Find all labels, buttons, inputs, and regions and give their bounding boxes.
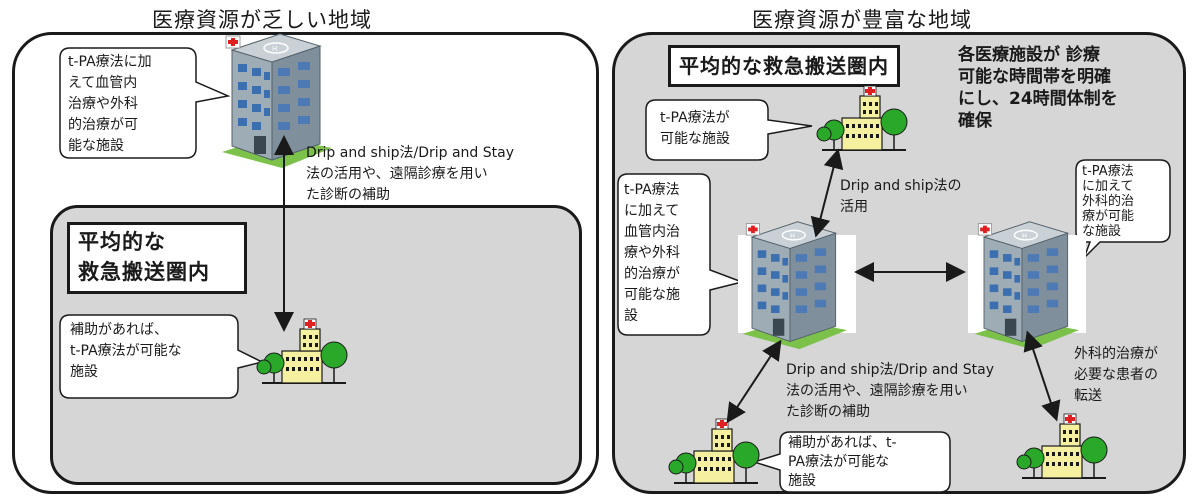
right-panel-title: 医療資源が豊富な地域 [752, 8, 972, 32]
right-region-label: 平均的な救急搬送圏内 [668, 45, 900, 87]
right-spoke-clinic-icon [668, 418, 760, 484]
left-hub-callout-text: t-PA療法に加 えて血管内 治療や外科 的治療が可 能な施設 [68, 54, 152, 154]
right-spoke-link-arrow [726, 339, 782, 424]
right-tpa-clinic-icon [816, 85, 908, 151]
right-note-text: 各医療施設が 診療 可能な時間帯を明確 にし、24時間体制を 確保 [958, 45, 1118, 131]
right-transfer-text: 外科的治療が 必要な患者の 転送 [1074, 346, 1158, 404]
right-transfer-clinic-icon [1016, 413, 1108, 479]
right-tpa-link-arrow [810, 148, 844, 238]
left-link-text: Drip and ship法/Drip and Stay 法の活用や、遠隔診療を… [306, 145, 515, 203]
right-hub-callout [617, 173, 745, 336]
right-hub-callout-text: t-PA療法 に加えて 血管内治 療や外科 的治療が 可能な施 設 [624, 182, 680, 324]
right-surgical-hospital-icon [973, 221, 1080, 350]
right-spoke-callout-text: 補助があれば、t- PA療法が可能な 施設 [788, 435, 897, 489]
left-panel-title: 医療資源が乏しい地域 [152, 8, 372, 32]
left-region-label: 平均的な 救急搬送圏内 [67, 222, 247, 294]
left-spoke-callout-text: 補助があれば、 t-PA療法が可能な 施設 [70, 322, 182, 380]
right-tpa-callout-text: t-PA療法が 可能な施設 [660, 110, 730, 147]
left-spoke-clinic-icon [256, 318, 348, 384]
right-transfer-arrow [1023, 330, 1061, 422]
right-tpa-callout [645, 99, 813, 161]
left-spoke-callout [59, 314, 265, 399]
right-surgical-callout-text: t-PA療法 に加えて 外科的治 療が可能 な施設 [1082, 164, 1135, 239]
right-spoke-callout [751, 431, 951, 493]
left-hub-callout [59, 47, 231, 159]
right-drip-ship-text: Drip and ship法の 活用 [840, 178, 962, 215]
right-hub-hospital-icon [741, 221, 848, 350]
right-link-text: Drip and ship法/Drip and Stay 法の活用や、遠隔診療を… [786, 362, 995, 420]
right-surgical-callout [1075, 159, 1171, 259]
